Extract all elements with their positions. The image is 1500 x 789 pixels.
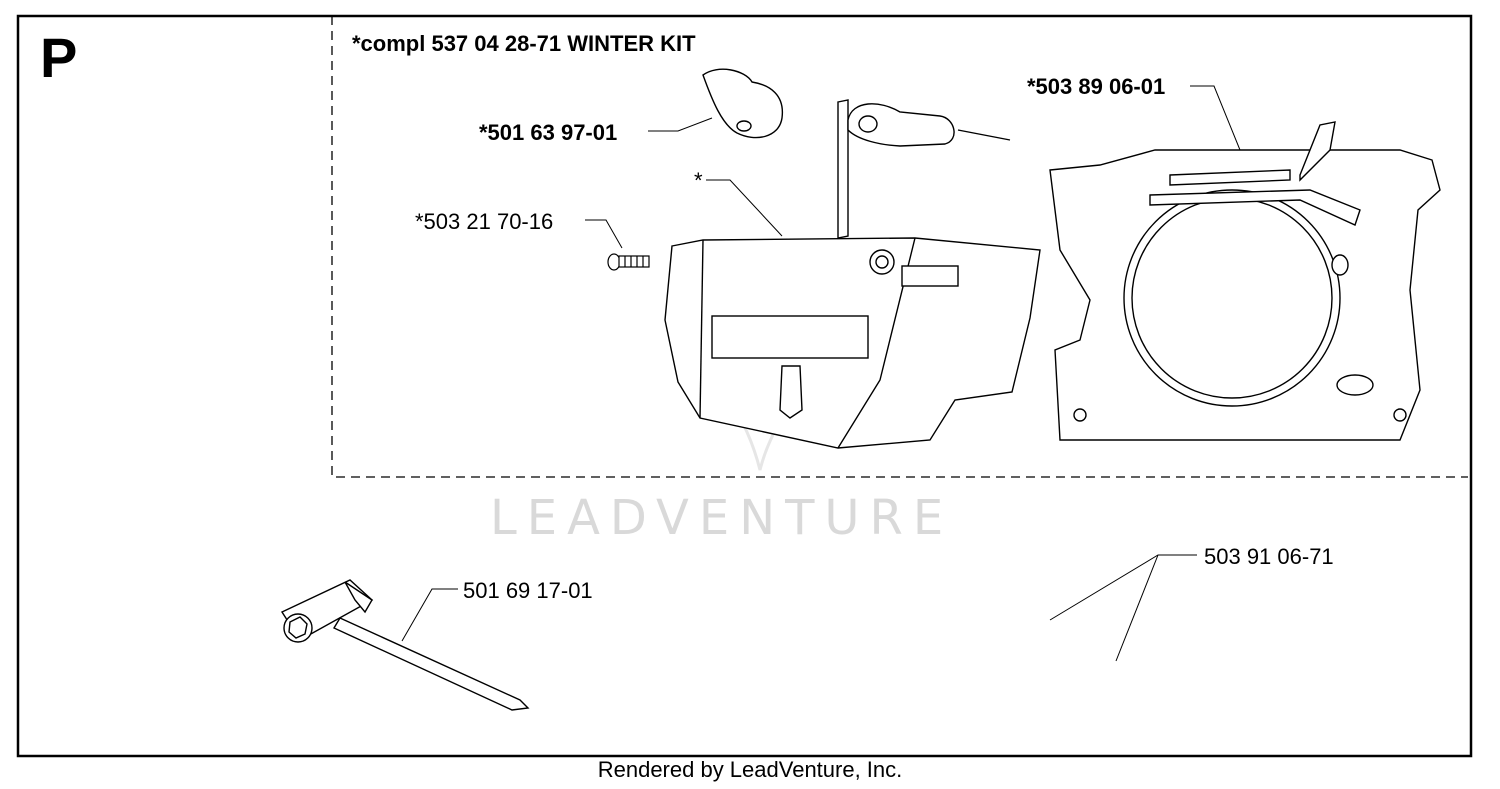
tool-part [280, 579, 530, 711]
label-cover[interactable]: * [694, 168, 703, 193]
watermark-text: LEADVENTURE [490, 490, 954, 546]
housing-part [1049, 121, 1441, 441]
kit-boundary [331, 16, 1468, 478]
screw-part [607, 253, 650, 271]
label-housing[interactable]: *503 89 06-01 [1027, 74, 1166, 99]
cover-part [664, 99, 1041, 449]
kit-title: *compl 537 04 28-71 WINTER KIT [352, 31, 696, 56]
diagram-frame [16, 14, 1473, 758]
label-screw[interactable]: *503 21 70-16 [415, 209, 554, 234]
label-cap[interactable]: *501 63 97-01 [479, 120, 618, 145]
cap-part [702, 68, 784, 139]
leader-lines [401, 85, 1241, 662]
label-tool[interactable]: 501 69 17-01 [463, 578, 593, 603]
footer-credit: Rendered by LeadVenture, Inc. [597, 757, 903, 782]
label-set[interactable]: 503 91 06-71 [1204, 544, 1334, 569]
section-letter: P [40, 26, 78, 89]
